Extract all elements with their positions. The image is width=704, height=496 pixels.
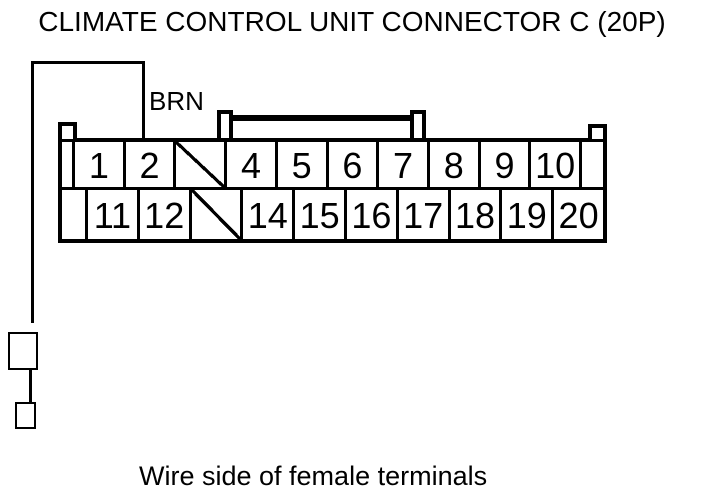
pin-cell-15: 15 — [295, 190, 347, 239]
pin-cell-8: 8 — [429, 142, 481, 187]
connector-latch-bar — [229, 115, 414, 121]
pin-cell-3-slashed — [176, 142, 228, 187]
wire-segment-to-pin2 — [142, 61, 145, 142]
pin-cell-16: 16 — [346, 190, 399, 239]
pin-cell-4: 4 — [227, 142, 278, 187]
pin-cell-2: 2 — [125, 142, 177, 187]
connector-ear-left — [58, 122, 77, 139]
blank-cell — [62, 142, 75, 187]
pin-row-top: 1 2 4 5 6 7 8 9 10 — [62, 142, 604, 190]
pin-cell-18: 18 — [450, 190, 503, 239]
pin-cell-19: 19 — [502, 190, 555, 239]
blank-cell — [62, 190, 88, 239]
caption: Wire side of female terminals — [139, 461, 488, 491]
pin-cell-17: 17 — [398, 190, 451, 239]
pin-cell-1: 1 — [75, 142, 126, 187]
pin-cell-9: 9 — [480, 142, 532, 187]
pin-row-bottom: 11 12 14 15 16 17 18 19 20 — [62, 190, 603, 239]
connector-latch-post-right — [410, 110, 426, 138]
pin-cell-20: 20 — [554, 190, 603, 239]
page-title: CLIMATE CONTROL UNIT CONNECTOR C (20P) — [38, 6, 666, 37]
terminal-symbol-small — [15, 402, 36, 429]
connector-ear-right — [588, 124, 607, 139]
pin-cell-13-slashed — [191, 190, 244, 239]
blank-cell — [582, 142, 604, 187]
pin-cell-14: 14 — [243, 190, 296, 239]
wire-color-label: BRN — [149, 86, 204, 116]
terminal-symbol-large — [8, 332, 38, 370]
wire-segment-vertical-mid — [29, 370, 32, 403]
pin-cell-6: 6 — [328, 142, 380, 187]
pin-cell-5: 5 — [277, 142, 329, 187]
connector-latch-post-left — [217, 110, 233, 138]
pin-cell-7: 7 — [379, 142, 430, 187]
wire-segment-vertical-left — [31, 61, 34, 323]
wire-segment-horizontal — [31, 61, 145, 64]
pin-cell-11: 11 — [88, 190, 140, 239]
pin-cell-12: 12 — [139, 190, 192, 239]
pin-cell-10: 10 — [531, 142, 583, 187]
